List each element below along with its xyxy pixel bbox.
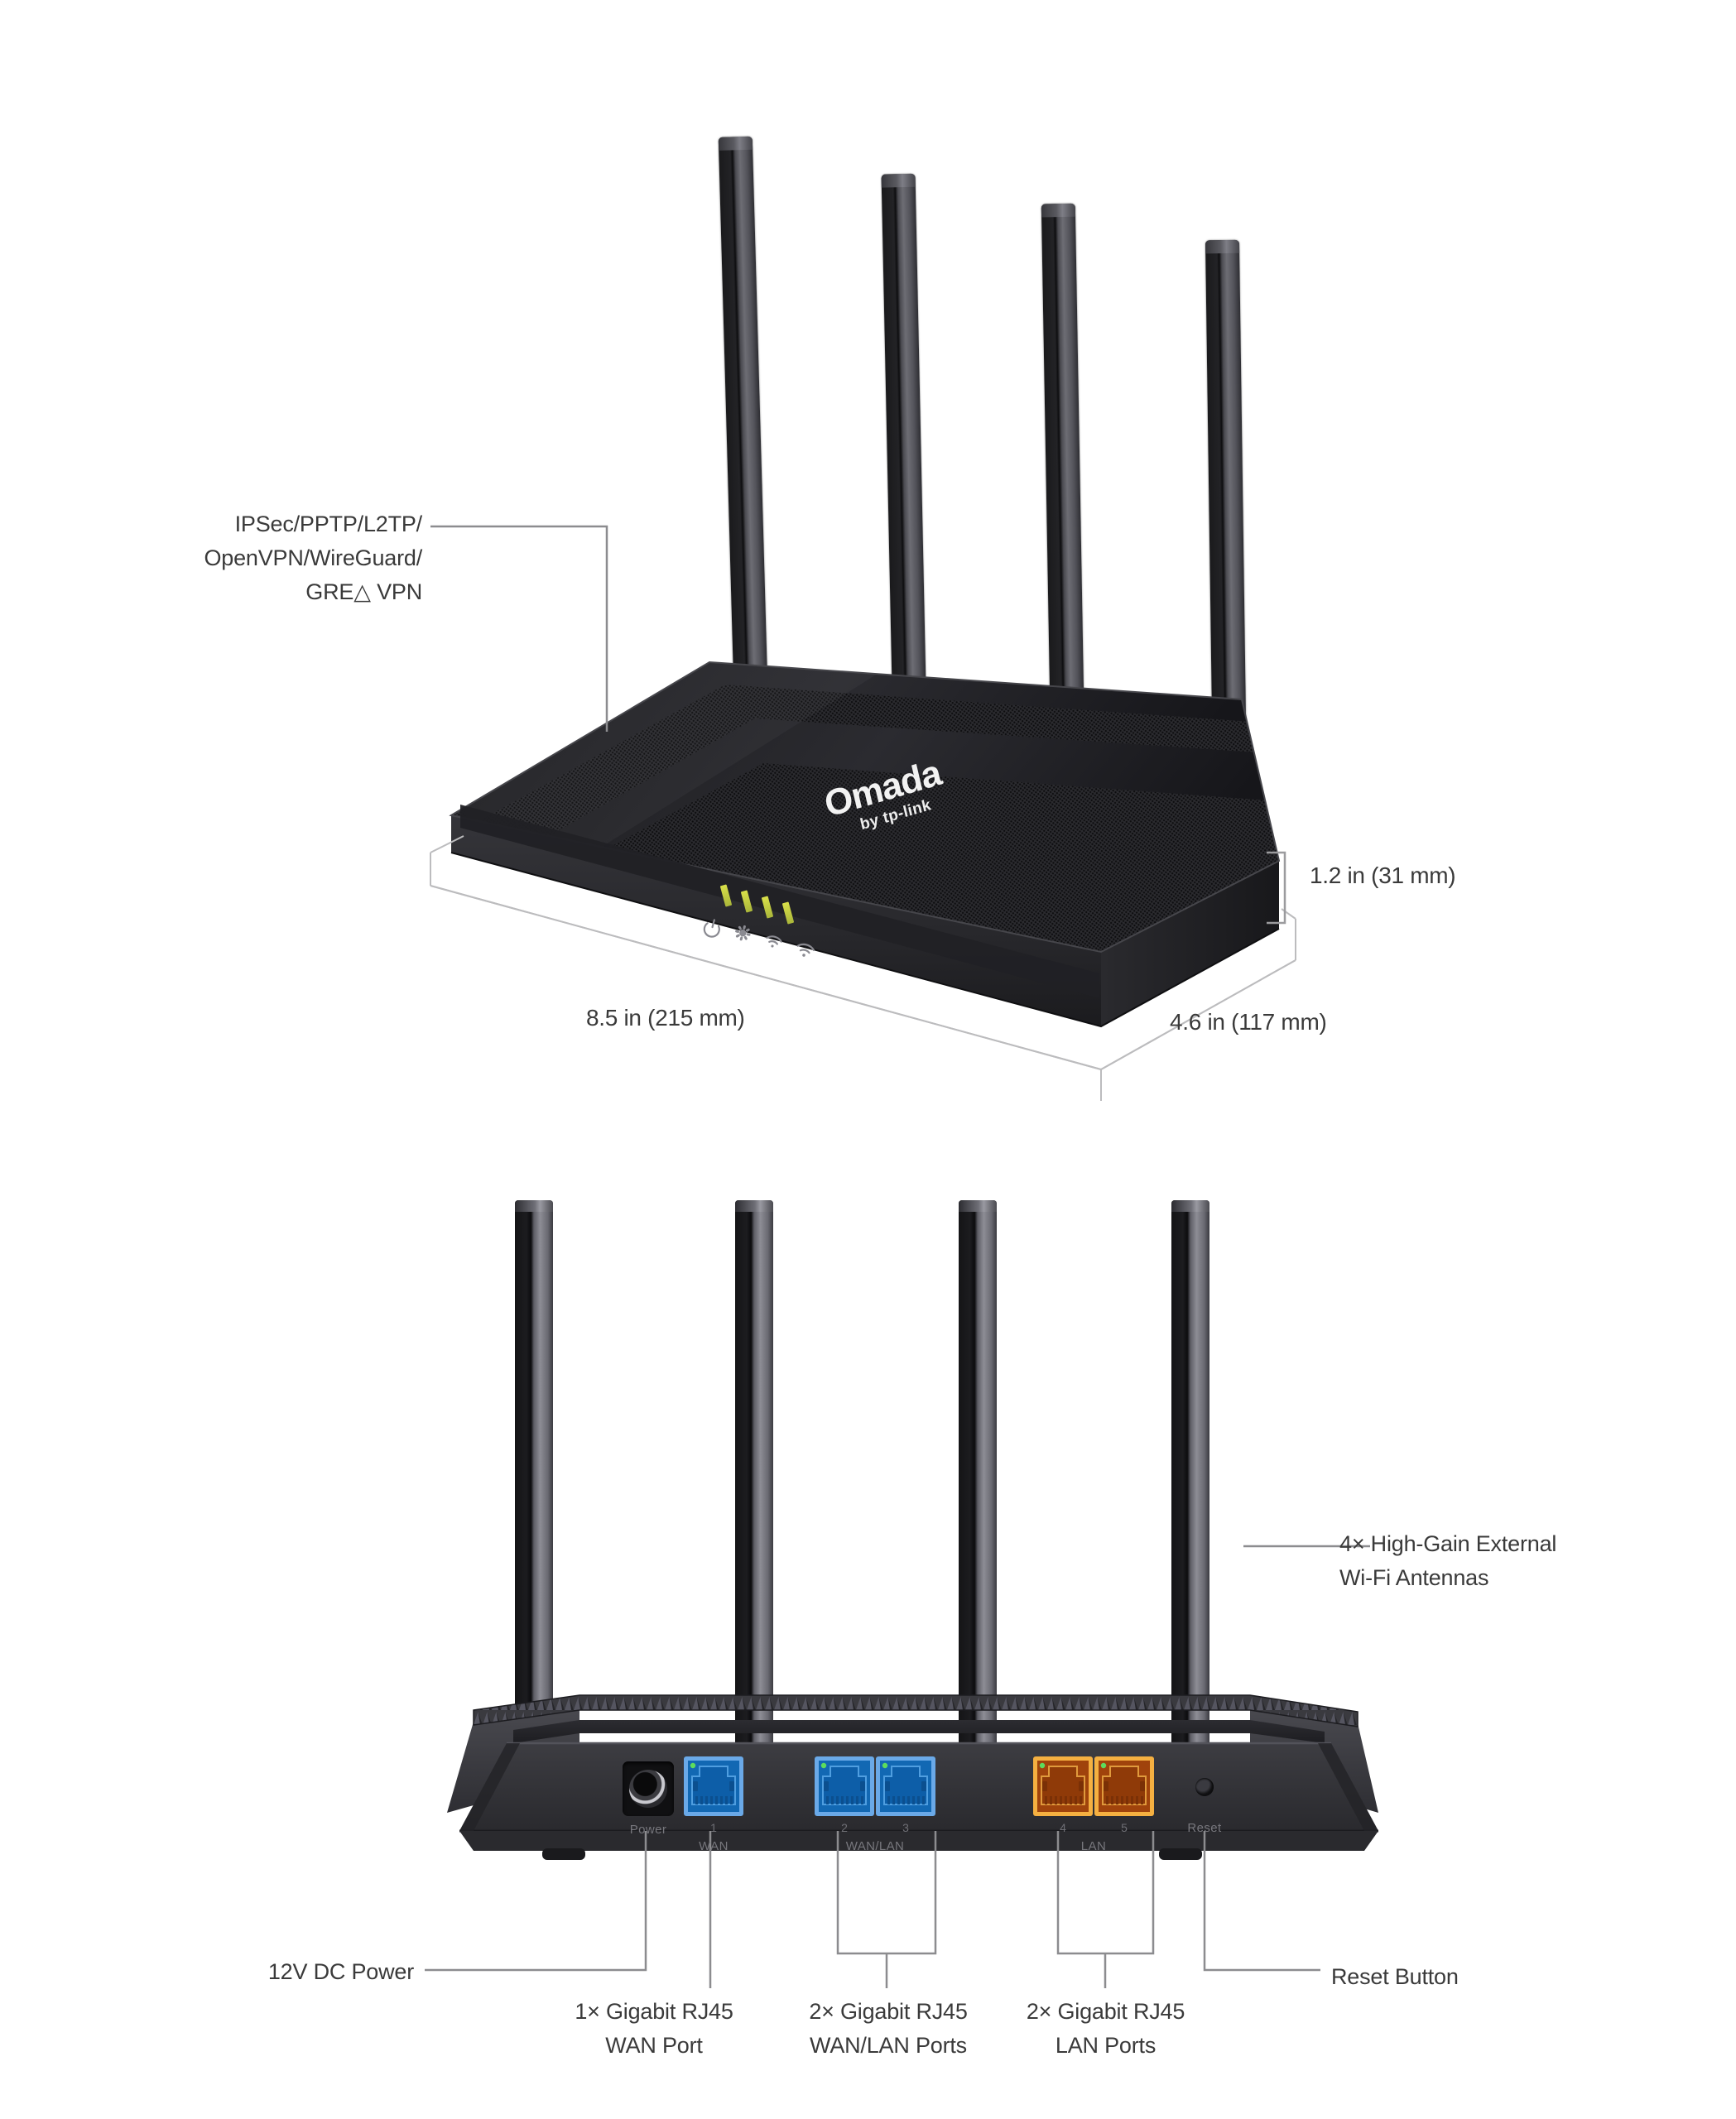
width-dimension-label: 8.5 in (215 mm) [586,1005,745,1031]
antenna-blade [515,1200,553,1780]
antenna-3 [1041,203,1085,784]
rear-antenna-3 [959,1200,997,1780]
antenna-4 [1205,239,1248,837]
antenna-blade [959,1200,997,1780]
height-dimension-bracket [1267,851,1286,925]
lan-port-4[interactable] [1033,1756,1093,1816]
power-callout-leader [425,1831,647,1972]
antenna-tip [718,136,753,151]
wan-callout: 1× Gigabit RJ45 WAN Port [575,1999,733,2059]
antenna-1 [718,136,768,709]
omada-logo: Omada by tp-link [820,752,949,843]
antenna-blade [881,173,927,746]
reset-callout-leader [1203,1831,1320,1972]
gear-icon [735,925,751,941]
antenna-callout: 4× High-Gain External Wi-Fi Antennas [1339,1531,1557,1591]
antenna-2 [881,173,927,746]
wifi-24g-icon [766,935,782,948]
vpn-callout: IPSec/PPTP/L2TP/ OpenVPN/WireGuard/ GRE△… [204,512,423,605]
led-indicator-4 [781,901,795,925]
power-jack[interactable] [623,1761,674,1816]
dimension-wireframe [430,835,1296,1101]
wanlan-callout: 2× Gigabit RJ45 WAN/LAN Ports [809,1999,968,2059]
reset-callout: Reset Button [1331,1964,1459,1989]
port-number-5: 5 [1121,1821,1128,1834]
wanlan-silk-label: WAN/LAN [845,1839,905,1853]
rj45-jack-glyph [684,1756,743,1816]
lan-silk-label: LAN [1080,1839,1107,1853]
antenna-blade [735,1200,773,1780]
lan-callout: 2× Gigabit RJ45 LAN Ports [1026,1999,1185,2059]
led-indicator-2 [740,890,753,913]
power-icon [703,919,720,938]
antenna-tip [1041,203,1076,218]
rear-antenna-1 [515,1200,553,1780]
port-number-1: 1 [710,1821,717,1834]
height-dimension-label: 1.2 in (31 mm) [1310,862,1456,888]
port-number-3: 3 [902,1821,909,1834]
wanlan-port-3[interactable] [876,1756,935,1816]
power-callout: 12V DC Power [267,1959,414,1984]
vpn-callout-leader [430,525,608,732]
led-indicator-3 [761,896,774,919]
antenna-tip [1205,239,1240,254]
port-number-4: 4 [1060,1821,1066,1834]
rear-antenna-2 [735,1200,773,1780]
lan-port-5[interactable] [1094,1756,1154,1816]
reset-silk-label: Reset [1187,1821,1222,1835]
rj45-jack-glyph [1033,1756,1093,1816]
wan-silk-label: WAN [699,1839,729,1853]
reset-button[interactable] [1195,1778,1214,1796]
antenna-tip [881,173,916,188]
rj45-jack-glyph [815,1756,874,1816]
wifi-5g-icon [796,943,815,957]
rj45-jack-glyph [1094,1756,1154,1816]
rear-antenna-4 [1171,1200,1209,1780]
led-indicator-1 [719,884,733,907]
rj45-jack-glyph [876,1756,935,1816]
port-number-2: 2 [841,1821,848,1834]
antenna-blade [718,136,768,709]
depth-dimension-label: 4.6 in (117 mm) [1170,1009,1327,1035]
wan-port-1[interactable] [684,1756,743,1816]
wanlan-port-2[interactable] [815,1756,874,1816]
antenna-blade [1041,203,1085,784]
antenna-blade [1205,239,1248,837]
antenna-blade [1171,1200,1209,1780]
power-silk-label: Power [629,1823,667,1837]
